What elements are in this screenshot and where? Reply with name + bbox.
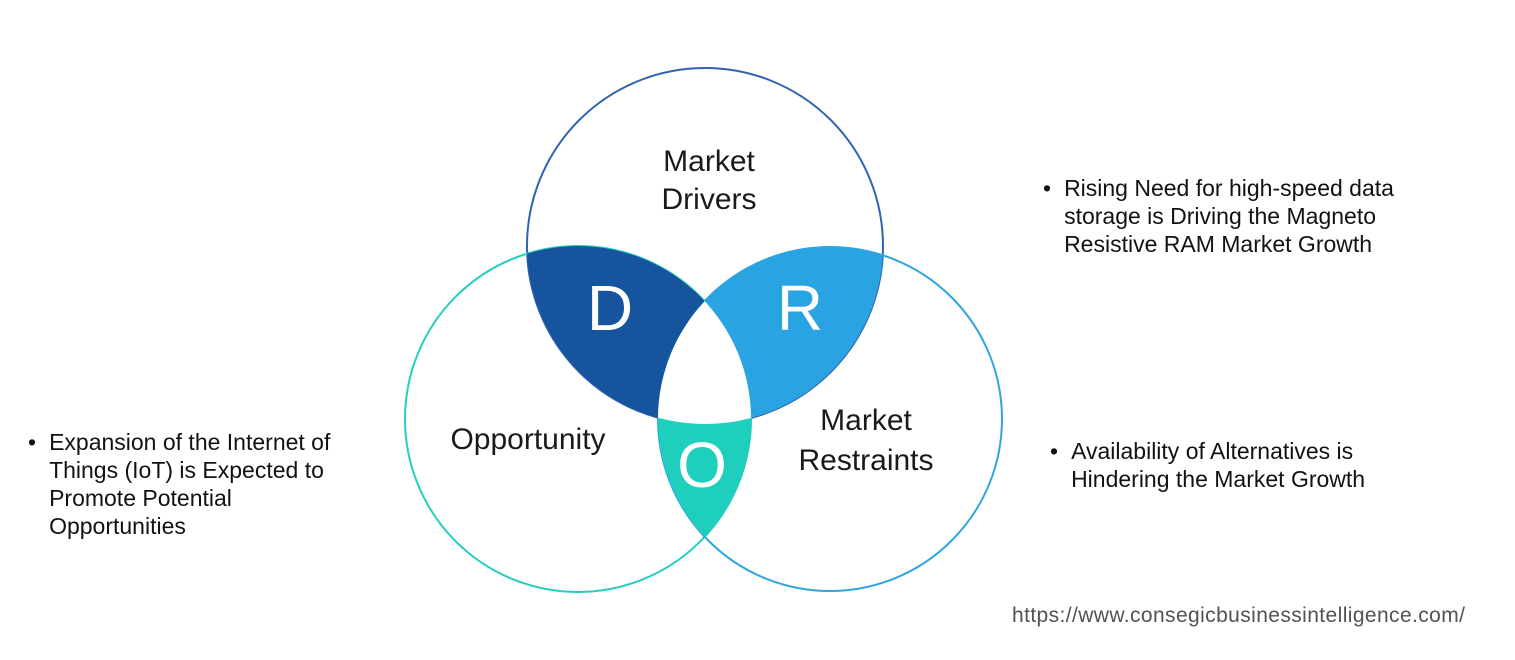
letter-d: D <box>587 272 633 344</box>
letter-r: R <box>777 272 823 344</box>
bullet-restraint-note: • Availability of Alternatives is Hinder… <box>1050 437 1365 493</box>
restraints-circle-label: Market Restraints <box>798 404 934 477</box>
bullet-opportunity-note: • Expansion of the Internet of Things (I… <box>28 428 330 540</box>
drivers-circle-label: Market Drivers <box>661 145 757 216</box>
source-url: https://www.consegicbusinessintelligence… <box>1012 604 1466 627</box>
bullet-driver-note-text: Rising Need for high-speed data storage … <box>1064 175 1394 257</box>
bullet-opportunity-note-text: Expansion of the Internet of Things (IoT… <box>49 429 331 539</box>
bullet-restraint-note-text: Availability of Alternatives is Hinderin… <box>1071 438 1366 492</box>
bullet-driver-note: • Rising Need for high-speed data storag… <box>1043 174 1394 258</box>
bullet-marker: • <box>1043 175 1052 201</box>
bullet-marker: • <box>28 429 37 455</box>
opportunity-circle-label: Opportunity <box>450 423 606 456</box>
bullet-marker: • <box>1050 438 1059 464</box>
letter-o: O <box>677 429 727 501</box>
